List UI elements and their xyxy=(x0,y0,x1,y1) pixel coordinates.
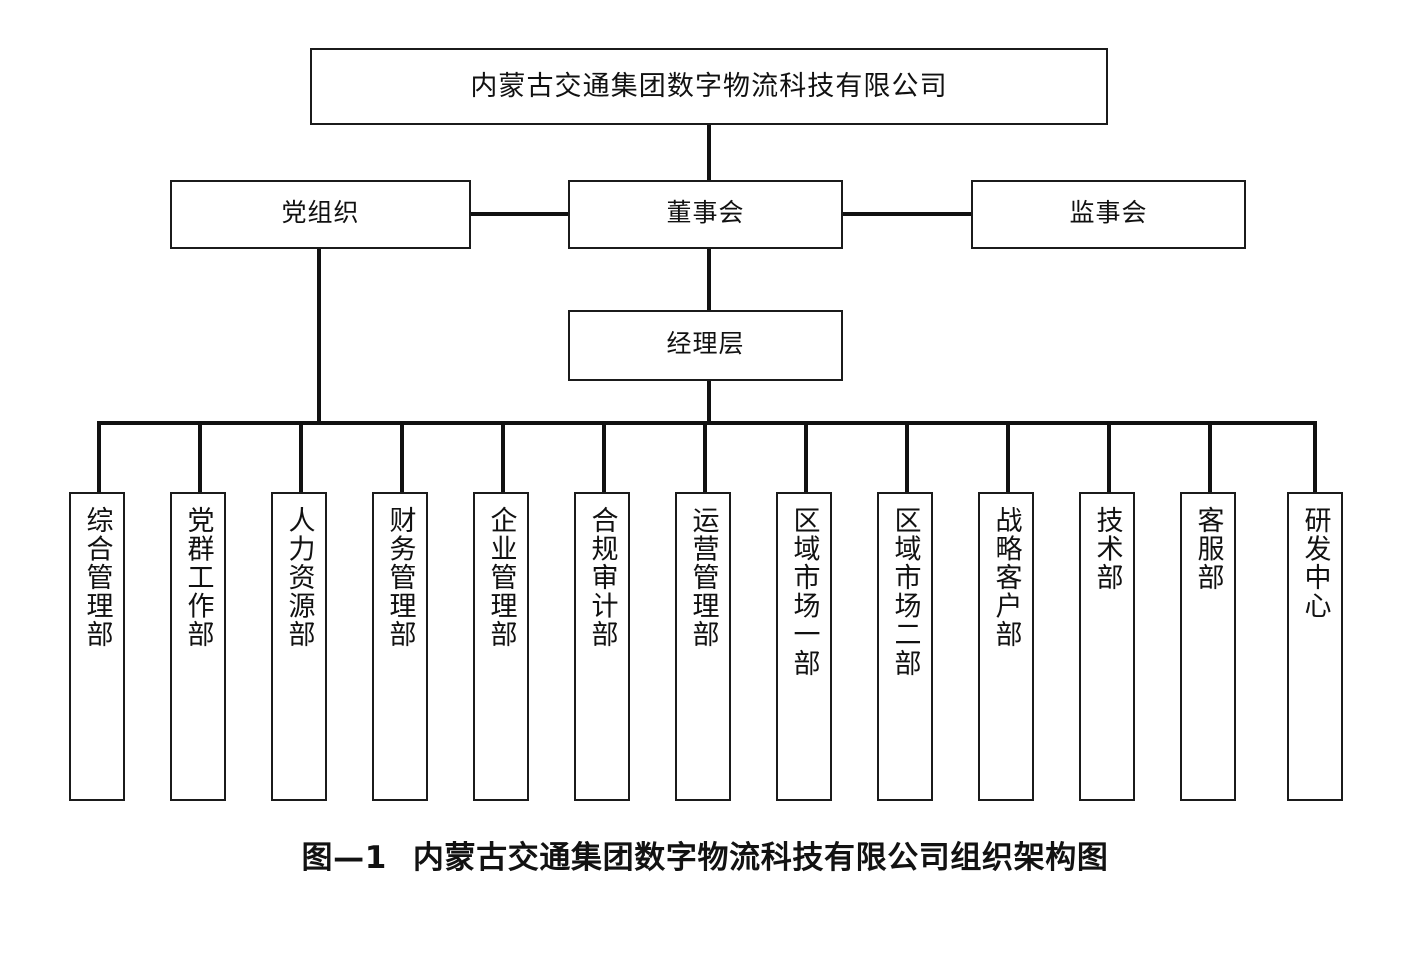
connector-bus-to-dept-9 xyxy=(905,421,909,494)
node-department-13-label: 研发中心 xyxy=(1300,506,1331,621)
node-board-of-supervisors[interactable]: 监事会 xyxy=(971,180,1246,249)
node-department-11[interactable]: 技术部 xyxy=(1079,492,1135,801)
node-party-organization[interactable]: 党组织 xyxy=(170,180,471,249)
connector-bus-to-dept-1 xyxy=(97,421,101,494)
connector-bus-to-dept-4 xyxy=(400,421,404,494)
connector-management-to-bus xyxy=(707,379,711,425)
node-department-2[interactable]: 党群工作部 xyxy=(170,492,226,801)
node-company-root-label: 内蒙古交通集团数字物流科技有限公司 xyxy=(470,70,948,101)
node-department-9[interactable]: 区域市场二部 xyxy=(877,492,933,801)
node-management-layer[interactable]: 经理层 xyxy=(568,310,843,381)
node-department-1[interactable]: 综合管理部 xyxy=(69,492,125,801)
figure-caption-text: 内蒙古交通集团数字物流科技有限公司组织架构图 xyxy=(412,840,1109,876)
connector-bus-to-dept-11 xyxy=(1107,421,1111,494)
node-board-of-directors[interactable]: 董事会 xyxy=(568,180,843,249)
node-department-7[interactable]: 运营管理部 xyxy=(675,492,731,801)
connector-root-to-board xyxy=(707,124,711,181)
connector-bus-to-dept-12 xyxy=(1208,421,1212,494)
connector-board-to-party xyxy=(469,212,570,216)
department-bus-line xyxy=(97,421,1317,425)
connector-bus-to-dept-8 xyxy=(804,421,808,494)
connector-bus-to-dept-3 xyxy=(299,421,303,494)
node-department-5-label: 企业管理部 xyxy=(486,506,517,650)
connector-party-to-bus xyxy=(317,247,321,425)
node-department-2-label: 党群工作部 xyxy=(183,506,214,650)
figure-caption-number: 图—1 xyxy=(301,840,387,876)
connector-bus-to-dept-7 xyxy=(703,421,707,494)
node-department-5[interactable]: 企业管理部 xyxy=(473,492,529,801)
node-department-10-label: 战略客户部 xyxy=(991,506,1022,650)
connector-bus-to-dept-13 xyxy=(1313,421,1317,494)
node-department-4-label: 财务管理部 xyxy=(385,506,416,650)
node-board-of-supervisors-label: 监事会 xyxy=(1069,200,1148,228)
node-department-8-label: 区域市场一部 xyxy=(789,506,820,678)
figure-caption: 图—1 内蒙古交通集团数字物流科技有限公司组织架构图 xyxy=(0,832,1410,877)
node-department-13[interactable]: 研发中心 xyxy=(1287,492,1343,801)
connector-bus-to-dept-6 xyxy=(602,421,606,494)
node-department-3[interactable]: 人力资源部 xyxy=(271,492,327,801)
node-party-organization-label: 党组织 xyxy=(281,200,360,228)
node-company-root[interactable]: 内蒙古交通集团数字物流科技有限公司 xyxy=(310,48,1108,125)
node-department-1-label: 综合管理部 xyxy=(82,506,113,650)
node-department-10[interactable]: 战略客户部 xyxy=(978,492,1034,801)
connector-board-to-supervisory xyxy=(841,212,973,216)
node-department-6-label: 合规审计部 xyxy=(587,506,618,650)
connector-bus-to-dept-10 xyxy=(1006,421,1010,494)
node-department-11-label: 技术部 xyxy=(1092,506,1123,592)
connector-bus-to-dept-2 xyxy=(198,421,202,494)
connector-board-to-management xyxy=(707,247,711,312)
node-department-12[interactable]: 客服部 xyxy=(1180,492,1236,801)
node-department-4[interactable]: 财务管理部 xyxy=(372,492,428,801)
node-department-6[interactable]: 合规审计部 xyxy=(574,492,630,801)
node-management-layer-label: 经理层 xyxy=(666,331,745,359)
node-department-8[interactable]: 区域市场一部 xyxy=(776,492,832,801)
node-department-3-label: 人力资源部 xyxy=(284,506,315,650)
node-department-7-label: 运营管理部 xyxy=(688,506,719,650)
node-department-9-label: 区域市场二部 xyxy=(890,506,921,678)
node-board-of-directors-label: 董事会 xyxy=(666,200,745,228)
node-department-12-label: 客服部 xyxy=(1193,506,1224,592)
connector-bus-to-dept-5 xyxy=(501,421,505,494)
